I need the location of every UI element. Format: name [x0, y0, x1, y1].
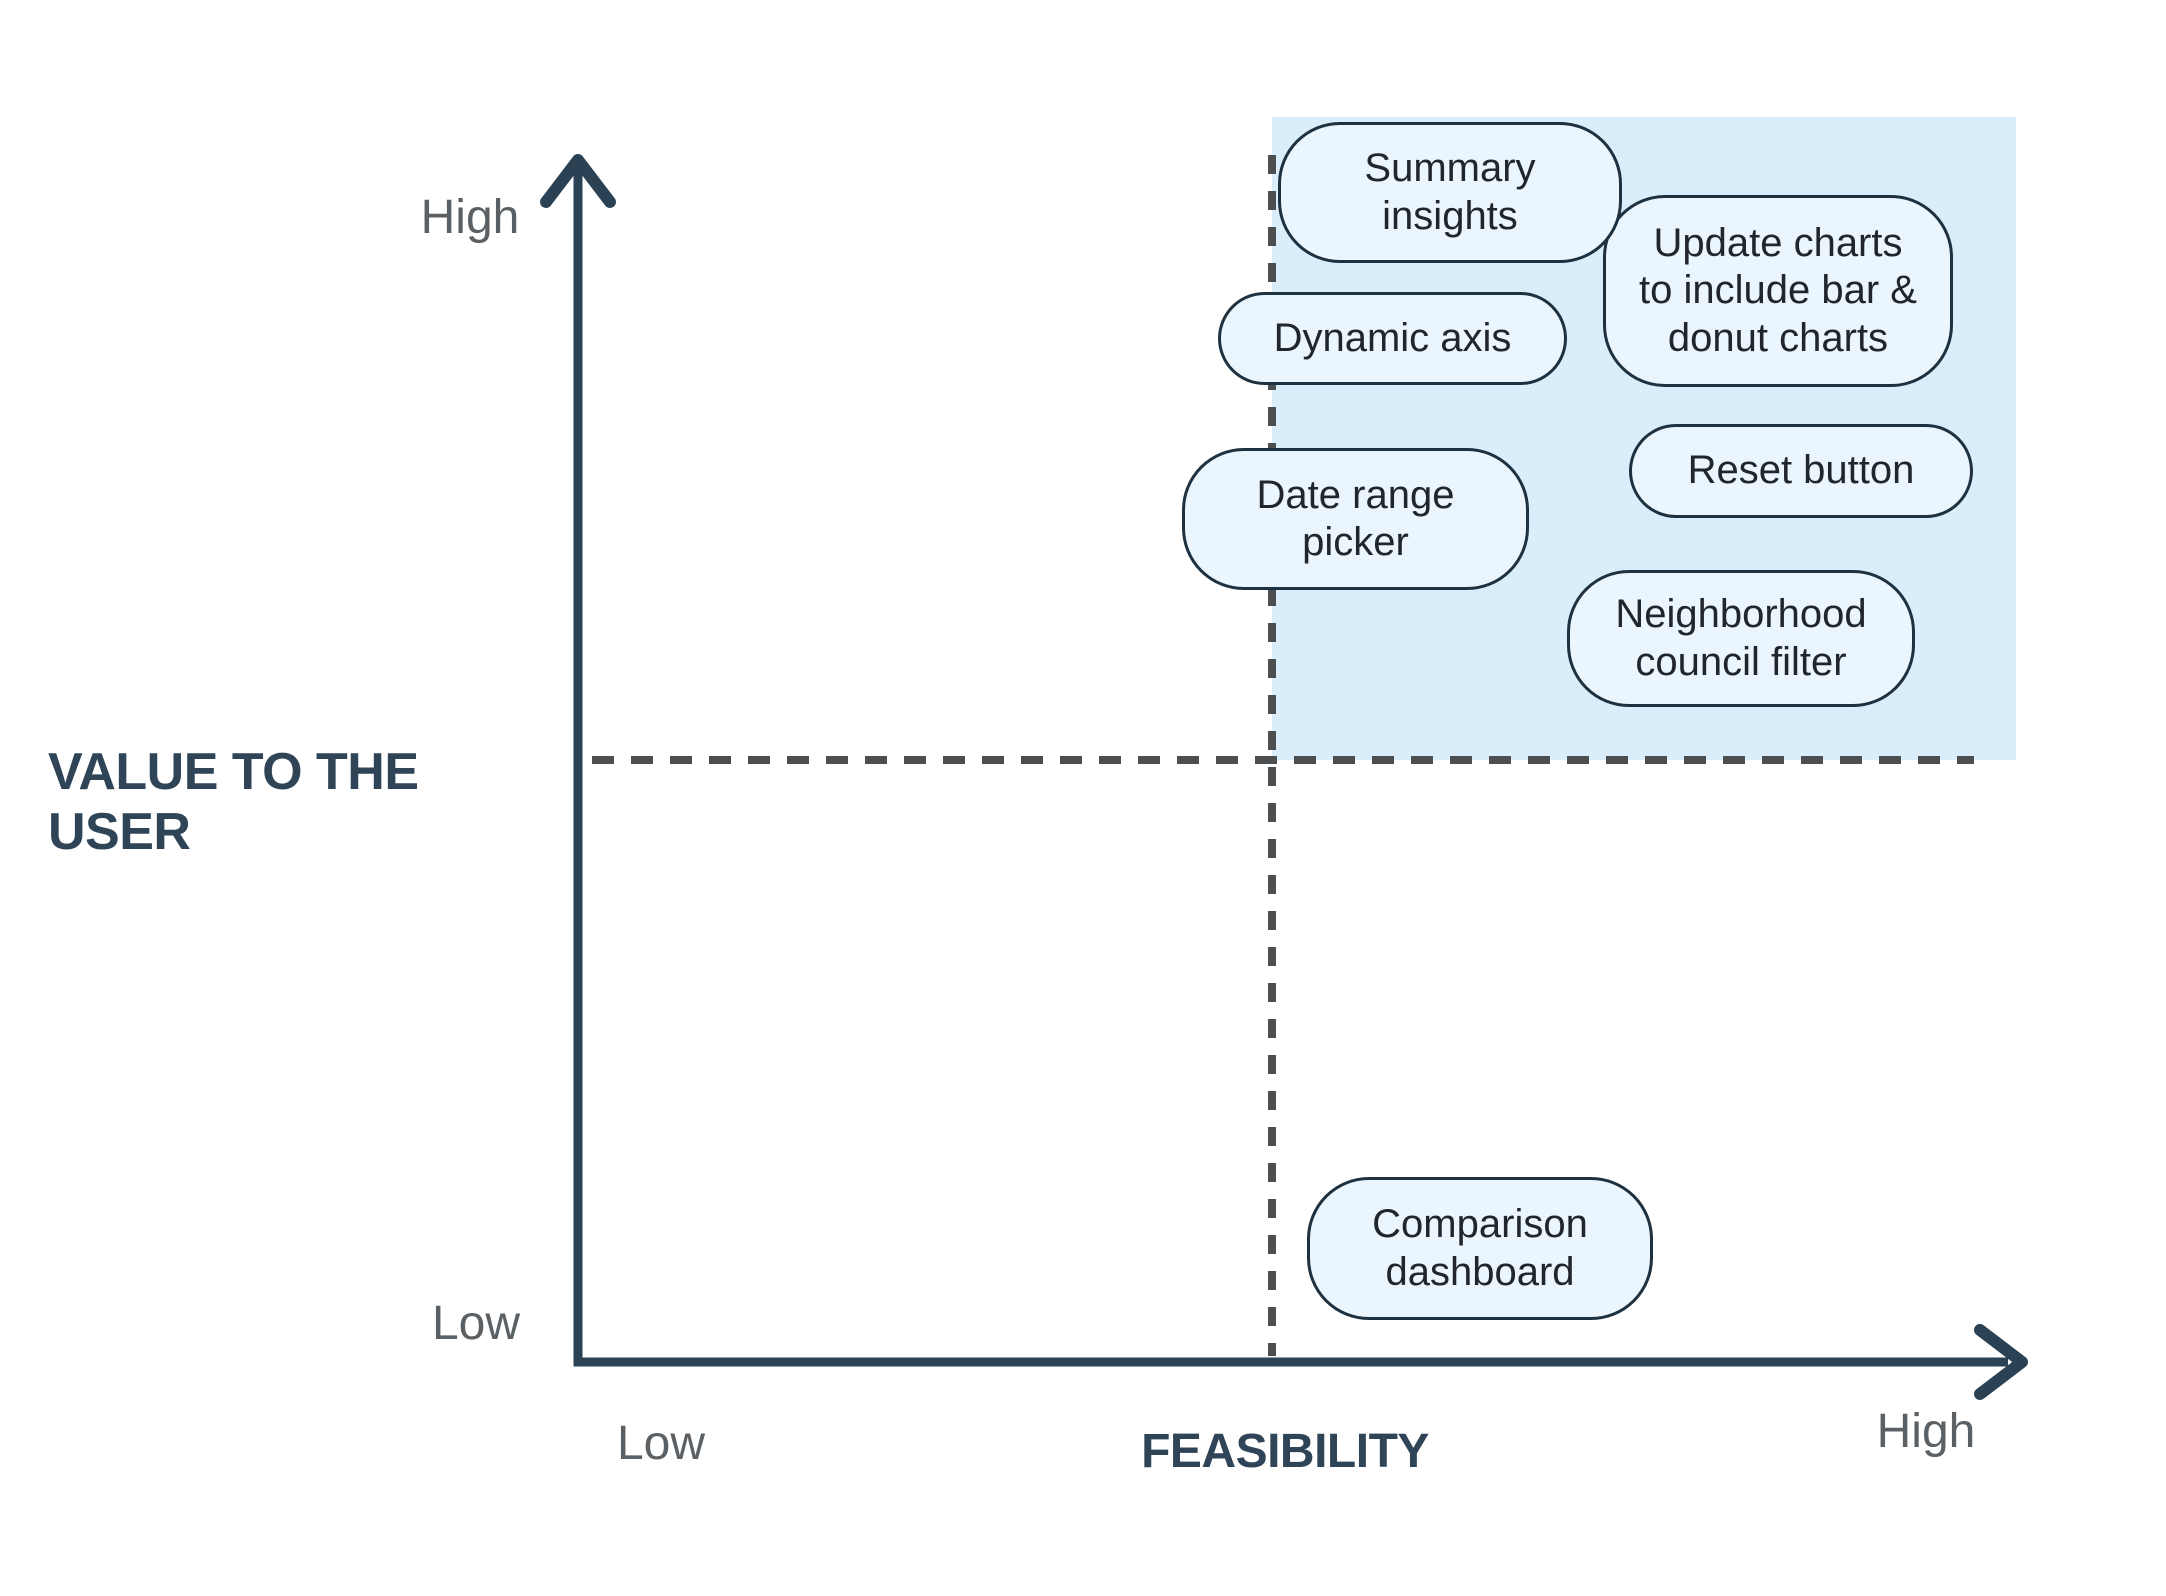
y-axis-title: VALUE TO THE USER [48, 743, 419, 861]
y-axis-high-label: High [420, 191, 520, 244]
item-pill-dynamic-axis[interactable]: Dynamic axis [1218, 292, 1567, 385]
x-axis-high-label: High [1876, 1405, 1976, 1458]
axis-lines [573, 166, 2008, 1367]
item-pill-reset-button[interactable]: Reset button [1629, 424, 1973, 518]
item-pill-label: Date range picker [1256, 472, 1455, 564]
item-pill-label: Dynamic axis [1273, 315, 1512, 360]
y-axis-arrowhead [540, 154, 616, 208]
item-pill-label: Comparison dashboard [1372, 1202, 1588, 1294]
x-axis-title: FEASIBILITY [1141, 1425, 1429, 1478]
y-axis-low-label: Low [431, 1297, 521, 1350]
x-axis-arrowhead [1974, 1324, 2028, 1400]
item-pill-date-range-picker[interactable]: Date range picker [1182, 448, 1529, 590]
x-axis-low-label: Low [616, 1417, 706, 1470]
item-pill-neighborhood-council-filter[interactable]: Neighborhood council filter [1567, 570, 1915, 707]
item-pill-label: Reset button [1687, 448, 1915, 493]
item-pill-label: Update charts to include bar & donut cha… [1639, 221, 1917, 360]
item-pill-comparison-dashboard[interactable]: Comparison dashboard [1307, 1177, 1653, 1320]
item-pill-label: Neighborhood council filter [1615, 592, 1867, 684]
item-pill-label: Summary insights [1364, 146, 1536, 238]
item-pill-update-charts[interactable]: Update charts to include bar & donut cha… [1603, 195, 1953, 387]
item-pill-summary-insights[interactable]: Summary insights [1278, 122, 1622, 263]
